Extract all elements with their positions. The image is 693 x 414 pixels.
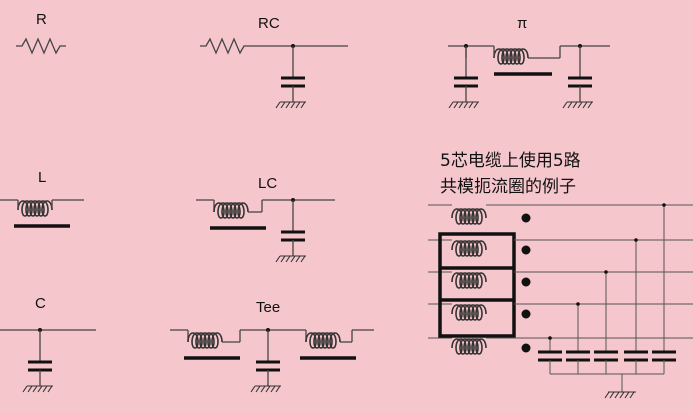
choke-winding-5 <box>451 338 487 355</box>
phase-dot <box>521 245 531 255</box>
inductor-symbol <box>213 202 249 219</box>
inductor-symbol <box>17 200 53 217</box>
phase-dot <box>521 309 531 319</box>
capacitor-ground-symbol <box>274 44 308 110</box>
l-label: L <box>38 169 46 186</box>
capacitor-ground-symbol <box>249 328 283 394</box>
capacitor-ground-symbol <box>274 198 308 264</box>
caption-line-2: 共模扼流圈的例子 <box>440 177 576 197</box>
lc-label: LC <box>258 175 277 192</box>
choke-winding-2 <box>451 240 487 257</box>
inductor-symbol <box>187 332 223 349</box>
inductor-symbol <box>493 48 529 65</box>
rc-label: RC <box>258 15 280 32</box>
pi-label: π <box>517 15 527 32</box>
rc-circuit: RC <box>199 15 348 110</box>
c-circuit: C <box>0 295 96 394</box>
choke-core <box>438 232 516 338</box>
capacitor-ground-symbol <box>561 44 595 110</box>
resistor-symbol <box>15 38 67 54</box>
capacitor-bank <box>538 350 676 399</box>
c-label: C <box>35 295 46 312</box>
capacitor-ground-symbol <box>21 328 55 394</box>
choke-winding-4 <box>451 304 487 321</box>
resistor-symbol <box>199 38 251 54</box>
caption-line-1: 5芯电缆上使用5路 <box>440 150 581 171</box>
choke-winding-1 <box>451 208 487 225</box>
capacitor-ground-symbol <box>447 44 481 110</box>
l-circuit: L <box>0 169 84 228</box>
phase-dot <box>521 343 531 353</box>
pi-circuit: π <box>447 15 610 110</box>
r-label: R <box>36 11 47 28</box>
phase-dot <box>521 277 531 287</box>
choke-winding-3 <box>451 272 487 289</box>
tee-circuit: Tee <box>170 299 374 394</box>
tee-label: Tee <box>256 299 280 316</box>
r-circuit: R <box>15 11 67 54</box>
lc-circuit: LC <box>196 175 335 264</box>
inductor-symbol <box>305 332 341 349</box>
common-mode-choke-circuit <box>428 203 693 399</box>
phase-dot <box>521 213 531 223</box>
